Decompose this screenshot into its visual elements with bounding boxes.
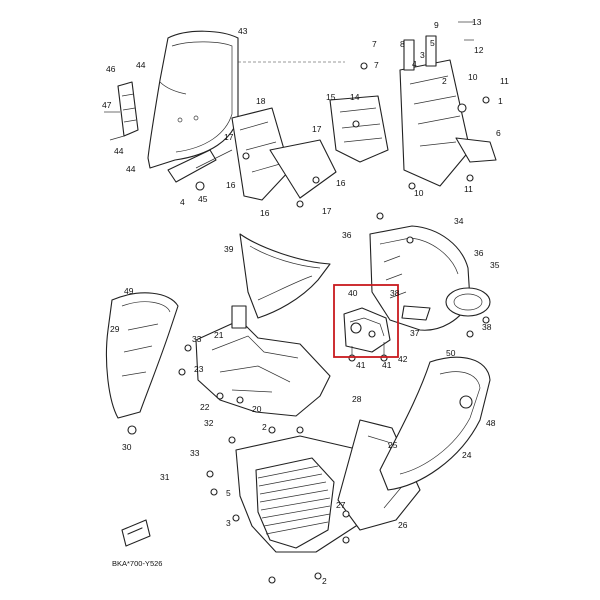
side-panel-right <box>379 356 491 491</box>
callout-number: 17 <box>322 206 332 216</box>
callout-number: 16 <box>336 178 346 188</box>
callout-number: 26 <box>398 520 408 530</box>
callout-number: 3 <box>226 518 231 528</box>
callout-number: 30 <box>122 442 132 452</box>
highlighted-bracket-part <box>333 284 399 362</box>
callout-number: 17 <box>312 124 322 134</box>
callout-number: 5 <box>430 38 435 48</box>
callout-number: 24 <box>462 450 472 460</box>
callout-number: 3 <box>420 50 425 60</box>
callout-number: 20 <box>252 404 262 414</box>
callout-number: 28 <box>352 394 362 404</box>
callout-number: 43 <box>238 26 248 36</box>
callout-number: 4 <box>180 197 185 207</box>
callout-number: 33 <box>190 448 200 458</box>
callout-number: 16 <box>226 180 236 190</box>
callout-number: 5 <box>226 488 231 498</box>
callout-number: 16 <box>260 208 270 218</box>
callout-number: 10 <box>414 188 424 198</box>
side-cowl-left <box>105 292 179 435</box>
callout-number: 44 <box>136 60 146 70</box>
callout-number: 4 <box>412 59 417 69</box>
callout-number: 14 <box>350 92 360 102</box>
callout-number: 21 <box>214 330 224 340</box>
windshield-part <box>147 30 345 169</box>
callout-number: 50 <box>446 348 456 358</box>
callout-number: 1 <box>498 96 503 106</box>
callout-number: 46 <box>106 64 116 74</box>
callout-number: 44 <box>114 146 124 156</box>
meter-visor <box>239 233 331 319</box>
callout-number: 9 <box>434 20 439 30</box>
diagram-code: BKA*700-Y526 <box>112 559 162 568</box>
callout-number: 2 <box>442 76 447 86</box>
callout-number: 7 <box>374 60 379 70</box>
grille-slats <box>257 465 331 535</box>
callout-number: 8 <box>400 39 405 49</box>
callout-number: 48 <box>486 418 496 428</box>
screen-stay <box>167 107 337 208</box>
callout-number: 27 <box>336 500 346 510</box>
callout-number: 12 <box>474 45 484 55</box>
highlight-box <box>333 284 399 358</box>
callout-number: 49 <box>124 286 134 296</box>
callout-number: 41 <box>356 360 366 370</box>
callout-number: 36 <box>342 230 352 240</box>
callout-number: 40 <box>348 288 358 298</box>
meter-housing <box>369 225 491 331</box>
callout-number: 17 <box>224 132 234 142</box>
callout-number: 13 <box>472 17 482 27</box>
callout-number: 11 <box>500 76 509 86</box>
callout-number: 45 <box>198 194 208 204</box>
callout-number: 37 <box>410 328 420 338</box>
callout-number: 22 <box>200 402 210 412</box>
callout-number: 2 <box>262 422 267 432</box>
front-arrow-icon <box>121 519 151 547</box>
callout-number: 34 <box>454 216 464 226</box>
callout-number: 35 <box>490 260 500 270</box>
meter-bracket-assembly <box>329 21 497 190</box>
callout-number: 33 <box>192 334 202 344</box>
callout-number: 23 <box>194 364 204 374</box>
callout-number: 32 <box>204 418 214 428</box>
callout-number: 10 <box>468 72 478 82</box>
callout-number: 38 <box>482 322 492 332</box>
callout-number: 38 <box>390 288 400 298</box>
callout-number: 36 <box>474 248 484 258</box>
callout-number: 42 <box>398 354 408 364</box>
callout-number: 7 <box>372 39 377 49</box>
screen-bracket-left <box>104 81 139 141</box>
inner-panel-frame <box>178 305 331 417</box>
fasteners <box>206 212 490 584</box>
callout-number: 31 <box>160 472 170 482</box>
callout-number: 2 <box>322 576 327 586</box>
callout-number: 44 <box>126 164 136 174</box>
callout-number: 6 <box>496 128 501 138</box>
callout-number: 25 <box>388 440 398 450</box>
callout-number: 11 <box>464 184 473 194</box>
callout-number: 18 <box>256 96 266 106</box>
callout-number: 15 <box>326 92 336 102</box>
callout-number: 41 <box>382 360 392 370</box>
callout-number: 47 <box>102 100 112 110</box>
callout-number: 29 <box>110 324 120 334</box>
callout-number: 39 <box>224 244 234 254</box>
